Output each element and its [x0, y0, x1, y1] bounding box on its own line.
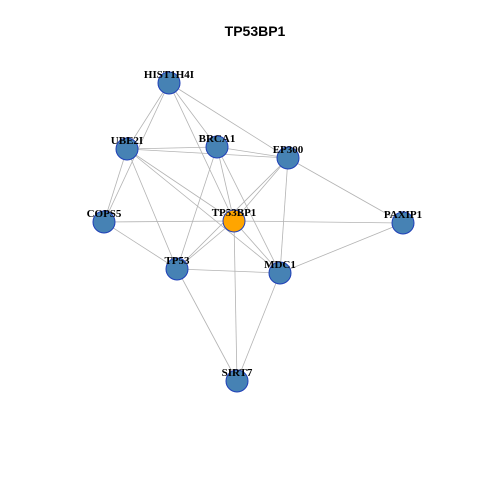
edge-mdc1-paxip1: [279, 222, 404, 274]
node-label-ube2i: UBE2I: [111, 135, 143, 147]
edge-ep300-tp53bp1: [233, 157, 289, 222]
edge-hist1h4i-tp53bp1: [168, 82, 235, 222]
node-label-paxip1: PAXIP1: [384, 209, 422, 221]
node-label-sirt7: SIRT7: [222, 367, 253, 379]
edge-ube2i-mdc1: [126, 148, 281, 274]
node-label-mdc1: MDC1: [264, 259, 296, 271]
edge-tp53bp1-paxip1: [233, 220, 404, 224]
node-sirt7[interactable]: [225, 369, 249, 393]
edge-ep300-paxip1: [287, 157, 404, 224]
diagram-title: TP53BP1: [225, 23, 286, 39]
edge-ube2i-tp53: [126, 148, 178, 270]
edge-brca1-mdc1: [216, 146, 281, 274]
node-layer: [92, 71, 415, 393]
node-label-hist1h4i: HIST1H4I: [144, 69, 194, 81]
node-label-cops5: COPS5: [87, 208, 122, 220]
edge-ube2i-tp53bp1: [126, 148, 235, 222]
node-ube2i[interactable]: [115, 137, 139, 161]
node-hist1h4i[interactable]: [157, 71, 181, 95]
node-label-ep300: EP300: [273, 144, 304, 156]
node-brca1[interactable]: [205, 135, 229, 159]
edge-tp53bp1-mdc1: [233, 220, 281, 274]
node-tp53[interactable]: [165, 257, 189, 281]
node-label-tp53: TP53: [164, 255, 190, 267]
edge-ube2i-cops5: [103, 148, 128, 223]
edge-tp53bp1-tp53: [176, 220, 235, 270]
edge-cops5-tp53: [103, 221, 178, 270]
node-paxip1[interactable]: [391, 211, 415, 235]
node-cops5[interactable]: [92, 210, 116, 234]
node-tp53bp1[interactable]: [222, 209, 246, 233]
node-label-tp53bp1: TP53BP1: [212, 207, 257, 219]
edge-hist1h4i-ube2i: [126, 82, 170, 150]
edge-ep300-mdc1: [279, 157, 289, 274]
node-label-brca1: BRCA1: [199, 133, 236, 145]
edge-cops5-tp53bp1: [103, 220, 235, 223]
node-mdc1[interactable]: [268, 261, 292, 285]
edge-tp53bp1-sirt7: [233, 220, 238, 382]
edge-ube2i-brca1: [126, 146, 218, 150]
edge-brca1-ep300: [216, 146, 289, 159]
edge-brca1-tp53bp1: [216, 146, 235, 222]
node-ep300[interactable]: [276, 146, 300, 170]
edge-hist1h4i-brca1: [168, 82, 218, 148]
edge-tp53-mdc1: [176, 268, 281, 274]
edge-mdc1-sirt7: [236, 272, 281, 382]
edge-ube2i-ep300: [126, 148, 289, 159]
edge-tp53-sirt7: [176, 268, 238, 382]
edge-layer: [103, 82, 404, 382]
edge-brca1-tp53: [176, 146, 218, 270]
edge-hist1h4i-ep300: [168, 82, 289, 159]
